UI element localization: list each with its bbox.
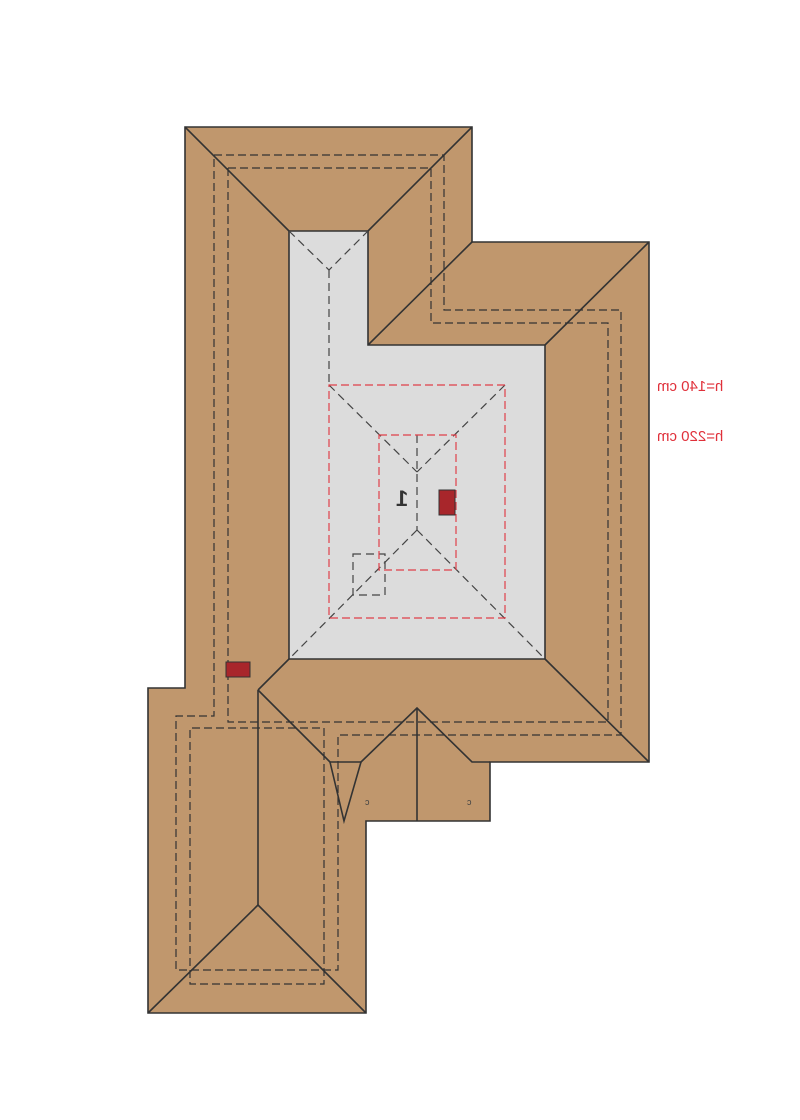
roof-hatch (352, 553, 386, 596)
height-label-220: h=220 cm (657, 428, 724, 445)
dormer-mark: c (467, 797, 472, 807)
room-number: 1 (396, 486, 409, 511)
hip-ridge-lines (147, 126, 650, 1014)
eaves-dashed-lines (175, 154, 622, 985)
chimney (438, 489, 456, 516)
red-dashed-outlines (328, 384, 506, 619)
flat-roof-dashed-lines (288, 230, 546, 660)
height-label-140: h=140 cm (657, 378, 724, 395)
chimney (225, 661, 251, 678)
dormer-mark: c (365, 797, 370, 807)
